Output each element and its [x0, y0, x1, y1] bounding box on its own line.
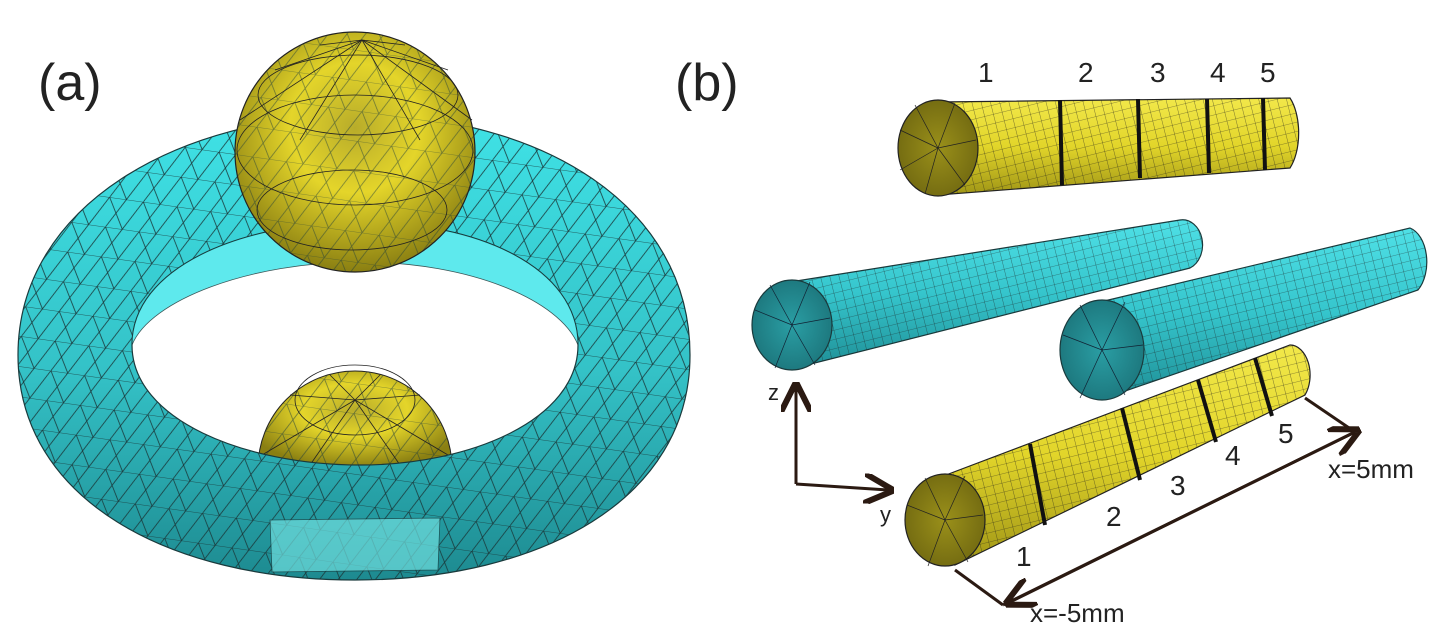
bottom-segment-5: 5 — [1278, 418, 1294, 449]
right-cyan-rod — [1059, 227, 1428, 401]
bottom-segment-4: 4 — [1225, 440, 1241, 471]
panel-a-label: (a) — [38, 54, 102, 112]
bottom-segment-2: 2 — [1106, 501, 1122, 532]
bottom-rod-segment-labels: 1 2 3 4 5 — [1016, 418, 1294, 572]
axes-triad — [796, 388, 888, 490]
y-axis-label: y — [880, 502, 891, 527]
z-axis-label: z — [768, 380, 779, 405]
bottom-segment-1: 1 — [1016, 541, 1032, 572]
left-cyan-rod — [751, 219, 1204, 371]
top-segment-3: 3 — [1150, 57, 1166, 88]
upper-sphere — [234, 31, 476, 273]
y-axis-arrow — [795, 484, 888, 490]
top-segment-4: 4 — [1210, 57, 1226, 88]
dim-start-label: x=-5mm — [1030, 598, 1125, 628]
top-segment-5: 5 — [1260, 57, 1276, 88]
dim-end-label: x=5mm — [1328, 454, 1414, 484]
panel-b-label: (b) — [675, 54, 739, 112]
bottom-segment-3: 3 — [1170, 470, 1186, 501]
torus-model — [17, 31, 691, 581]
bottom-yellow-rod — [904, 344, 1311, 567]
top-yellow-rod — [897, 97, 1300, 197]
lower-sphere — [257, 364, 453, 469]
top-segment-2: 2 — [1078, 57, 1094, 88]
dimension-line — [954, 396, 1355, 605]
top-segment-1: 1 — [978, 57, 994, 88]
top-rod-segment-labels: 1 2 3 4 5 — [978, 57, 1276, 88]
